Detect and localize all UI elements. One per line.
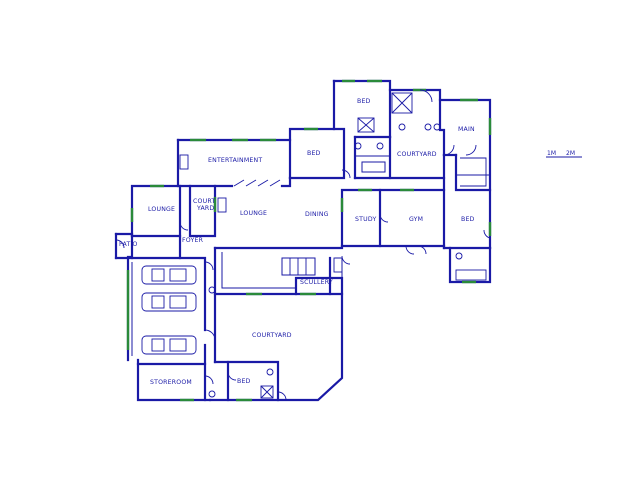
label-gym: GYM [409, 216, 423, 223]
label-courtyard-bottom: COURTYARD [252, 332, 292, 339]
scale-label-1m: 1M [547, 150, 556, 157]
scale-label-2m: 2M [566, 150, 575, 157]
label-court-yard-2: YARD [196, 205, 214, 212]
label-study: STUDY [355, 216, 376, 223]
label-courtyard-top: COURTYARD [397, 151, 437, 158]
label-main: MAIN [458, 126, 475, 133]
fixtures [115, 89, 491, 401]
label-dining: DINING [305, 211, 329, 218]
label-bed-top: BED [357, 98, 371, 105]
label-bed-mid: BED [307, 150, 321, 157]
walls [114, 79, 492, 402]
label-bed-right: BED [461, 216, 475, 223]
label-patio: PATIO [119, 241, 138, 248]
label-foyer: FOYER [182, 237, 204, 244]
label-scullery: SCULLERY [300, 279, 333, 286]
label-lounge-center: LOUNGE [240, 210, 267, 217]
label-lounge-left: LOUNGE [148, 206, 175, 213]
label-court-yard-1: COURT [193, 198, 215, 205]
car-2 [141, 292, 197, 312]
label-bed-bottom: BED [237, 378, 251, 385]
label-storeroom: STOREROOM [150, 379, 192, 386]
label-entertainment: ENTERTAINMENT [208, 157, 262, 164]
car-1 [141, 265, 197, 285]
scale-bar: 1M 2M [546, 150, 582, 158]
car-3 [141, 335, 197, 355]
room-labels: BED MAIN BED COURTYARD ENTERTAINMENT LOU… [119, 98, 475, 386]
windows [126, 79, 492, 402]
